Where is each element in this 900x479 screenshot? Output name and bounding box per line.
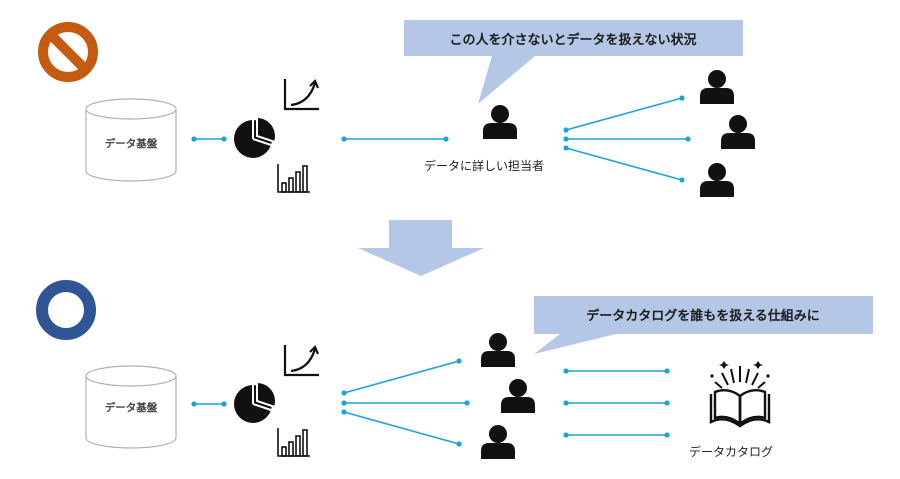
catalog-label: データカタログ bbox=[689, 444, 773, 459]
expert-label: データに詳しい担当者 bbox=[424, 158, 544, 173]
user-person-icon bbox=[501, 379, 535, 413]
trend-chart-icon bbox=[283, 77, 321, 111]
user-person-icon bbox=[700, 163, 734, 197]
user-person-icon bbox=[700, 70, 734, 104]
pie-chart-icon bbox=[233, 381, 277, 424]
connector-db-to-pie bbox=[191, 401, 227, 407]
prohibited-icon bbox=[38, 22, 98, 82]
bar-chart-icon bbox=[277, 427, 311, 457]
sparkle-icon bbox=[710, 361, 770, 389]
connector-users-to-catalog bbox=[563, 368, 670, 438]
user-person-icon bbox=[721, 115, 755, 149]
connector-tools-to-expert bbox=[341, 136, 449, 142]
user-person-icon bbox=[481, 425, 515, 459]
trend-chart-icon bbox=[283, 343, 321, 377]
callout-bubble-bottom bbox=[534, 296, 873, 354]
connector-expert-to-users bbox=[563, 95, 691, 183]
callout-text-bottom: データカタログを誰もを扱える仕組みに bbox=[586, 308, 820, 324]
pie-chart-icon bbox=[233, 116, 277, 159]
connector-tools-to-users bbox=[341, 358, 470, 447]
callout-text-top: この人を介さないとデータを扱えない状況 bbox=[449, 32, 696, 48]
circle-ok-icon bbox=[36, 280, 96, 340]
database-label: データ基盤 bbox=[105, 137, 158, 150]
callout-bubble-top bbox=[404, 20, 743, 104]
user-person-icon bbox=[481, 333, 515, 367]
database-label: データ基盤 bbox=[105, 401, 158, 414]
expert-person-icon bbox=[483, 105, 517, 139]
open-book-icon bbox=[709, 389, 771, 428]
bar-chart-icon bbox=[277, 163, 311, 193]
connector-db-to-pie bbox=[191, 136, 227, 142]
down-arrow-icon bbox=[358, 220, 484, 276]
